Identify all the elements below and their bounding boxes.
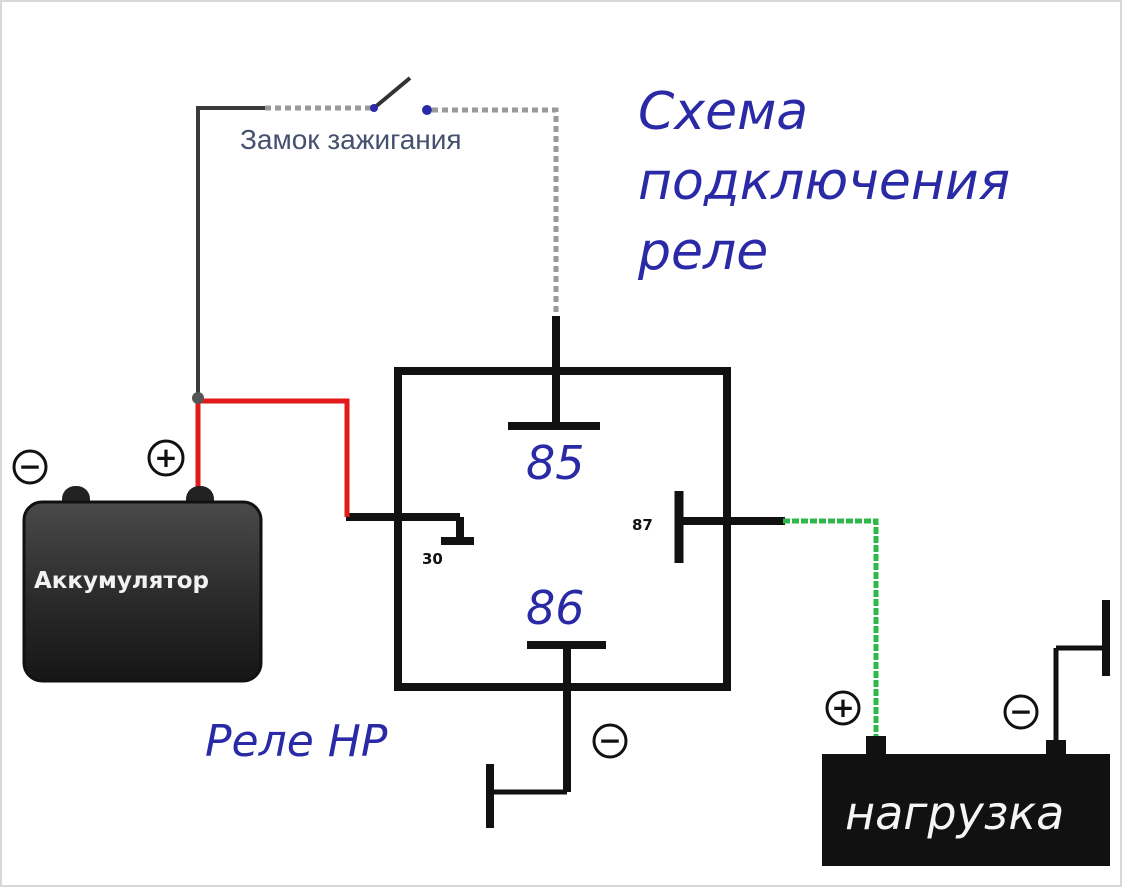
load-plus-circle <box>825 690 861 726</box>
load-label: нагрузка <box>845 786 1065 840</box>
battery-positive-wire <box>195 398 350 517</box>
load-plus-symbol: + <box>831 691 855 724</box>
load-positive-wire <box>783 518 879 744</box>
ground-minus-circle <box>592 723 628 759</box>
load-minus-circle <box>1003 694 1039 730</box>
pin-87-label: 87 <box>632 516 653 534</box>
load-terminal-minus <box>1046 740 1066 754</box>
ground-minus-symbol: − <box>598 724 622 757</box>
ignition-switch-lever <box>372 76 412 110</box>
relay-type-label: Реле НР <box>205 716 388 767</box>
title-line-1: Схема <box>638 82 809 142</box>
title-line-3: реле <box>638 222 769 282</box>
battery-minus-symbol: − <box>18 450 42 483</box>
ignition-switch-contact-right <box>422 105 432 115</box>
battery-label: Аккумулятор <box>34 568 210 594</box>
battery-body <box>22 500 263 683</box>
relay-body <box>394 367 731 691</box>
ignition-dashed-wire-right <box>432 107 559 318</box>
battery-plus-circle <box>147 439 185 477</box>
wire-junction <box>192 392 204 404</box>
ignition-switch-contact-left <box>370 104 378 112</box>
load-body <box>822 754 1110 866</box>
ignition-switch-label: Замок зажигания <box>240 124 462 155</box>
pin-30-label: 30 <box>422 550 443 568</box>
pin-86-label: 86 <box>526 581 585 635</box>
battery-minus-circle <box>12 449 48 485</box>
pin-85-label: 85 <box>526 436 585 490</box>
ignition-feed-wire <box>196 106 265 396</box>
title-line-2: подключения <box>638 152 1010 212</box>
battery-plus-symbol: + <box>154 441 178 474</box>
load-minus-symbol: − <box>1009 695 1033 728</box>
load-terminal-plus <box>866 736 886 754</box>
